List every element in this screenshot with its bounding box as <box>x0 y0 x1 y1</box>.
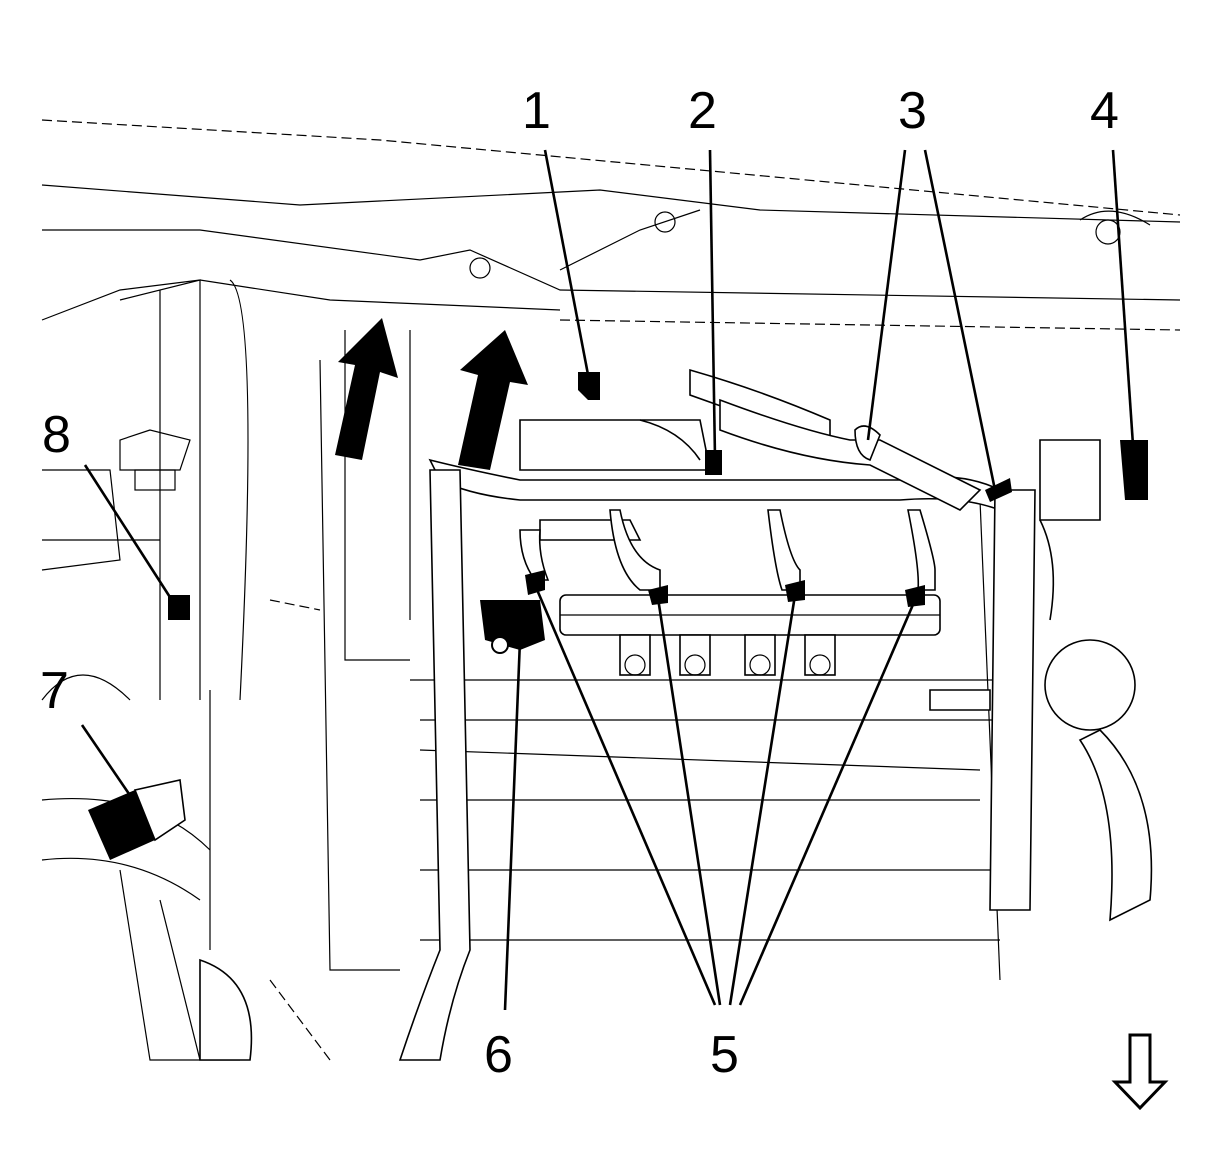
fuel-injectors <box>619 634 836 676</box>
callout-8: 8 <box>42 406 71 464</box>
leader-3b <box>923 149 997 491</box>
leader-4 <box>1111 149 1135 446</box>
leader-7 <box>80 724 142 811</box>
hose-clamp-3b <box>985 478 1012 502</box>
connector-1 <box>578 372 600 400</box>
up-arrow-icon <box>335 318 398 460</box>
clip-5d <box>905 585 925 607</box>
left-structure <box>41 279 253 1061</box>
callout-2: 2 <box>688 82 717 140</box>
callout-1: 1 <box>522 82 551 140</box>
cowl-panel <box>41 119 1181 331</box>
fuel-rail <box>559 594 941 676</box>
leader-5b <box>656 597 722 1006</box>
clip-5c <box>785 580 805 602</box>
down-arrow-icon <box>1111 1033 1169 1111</box>
leader-5d <box>738 599 917 1006</box>
up-arrow-icon <box>458 330 528 470</box>
callout-5: 5 <box>710 1026 739 1084</box>
callout-labels: 1 2 3 4 5 6 7 8 <box>40 82 1119 1084</box>
leader-3a <box>866 149 907 441</box>
leader-5a <box>533 584 717 1006</box>
leader-2 <box>708 149 717 459</box>
connector-4 <box>1120 440 1148 500</box>
connector-6 <box>480 600 545 650</box>
connector-2 <box>705 450 722 475</box>
hose-clamp-3a <box>854 425 881 461</box>
callout-4: 4 <box>1090 82 1119 140</box>
leader-5c <box>728 594 797 1006</box>
leader-1 <box>543 149 592 386</box>
clip-5b <box>648 585 668 605</box>
callout-3: 3 <box>898 82 927 140</box>
leader-lines <box>80 149 1135 1011</box>
clip-5a <box>525 570 545 595</box>
leader-6 <box>503 639 522 1011</box>
callout-7: 7 <box>40 662 69 720</box>
wiring-harness <box>398 368 1153 1061</box>
leader-8 <box>83 464 177 606</box>
callout-6: 6 <box>484 1026 513 1084</box>
